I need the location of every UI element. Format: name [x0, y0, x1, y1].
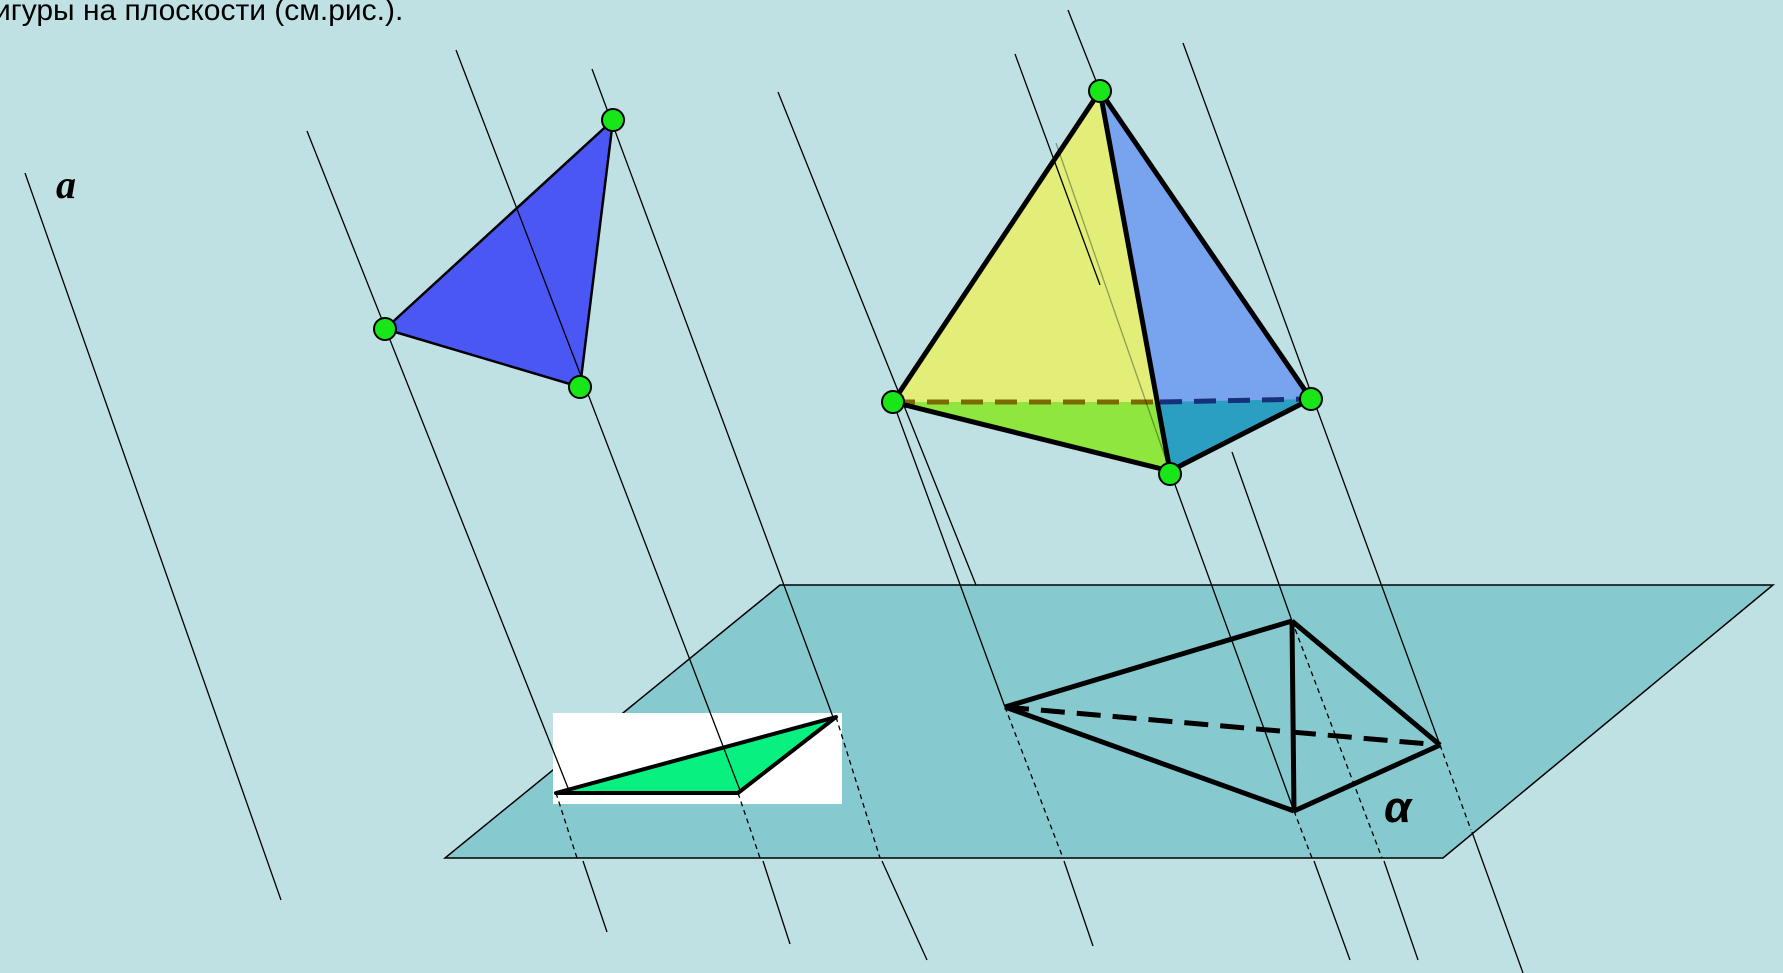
pyr-proj-edge [1290, 619, 1442, 747]
projecting-line [1067, 9, 1101, 92]
projecting-line [777, 91, 977, 586]
triangle-projection [554, 715, 838, 795]
projecting-line [1169, 470, 1295, 812]
line-below [762, 860, 791, 945]
line-below [1383, 860, 1419, 961]
pyramid [890, 89, 1314, 474]
blue-triangle [383, 118, 615, 389]
projecting-line [455, 49, 742, 794]
pyramid-edge [1168, 396, 1313, 474]
dashed-segment [555, 792, 578, 859]
dashed-segment [835, 716, 881, 859]
projecting-line [306, 130, 571, 794]
vertex-point [1088, 79, 1112, 103]
plane-alpha-label: α [1384, 783, 1413, 832]
vertex-point [373, 317, 397, 341]
vertex-point [1299, 387, 1323, 411]
vertex-point [881, 390, 905, 414]
lines-below-plane [582, 831, 1524, 973]
line-below [1313, 860, 1351, 961]
pyr-proj-edge [1289, 620, 1297, 812]
pyr-proj-edge [1292, 742, 1442, 814]
line-below [582, 860, 608, 933]
line-below [881, 860, 928, 961]
pyramid-edge [890, 89, 1103, 404]
projecting-line-inner [1099, 90, 1171, 472]
projecting-line [591, 68, 834, 718]
pyramid-face-yellow [893, 91, 1170, 471]
dashed-segment [737, 792, 761, 859]
dashed-projecting-segments [555, 620, 1472, 859]
projecting-line-inner [1055, 142, 1171, 472]
line-below [1471, 831, 1524, 973]
caption-fragment: игуры на плоскости (см.рис.). [0, 0, 403, 27]
projecting-line [892, 401, 1006, 708]
line-a-label: a [56, 162, 76, 207]
pyramid-projection [1004, 618, 1442, 814]
projecting-lines [24, 9, 1441, 901]
vertex-point [601, 108, 625, 132]
line-below [1063, 860, 1094, 947]
vertex-point [568, 375, 592, 399]
pyramid-edge [892, 399, 1171, 474]
projecting-line [1231, 451, 1293, 622]
guide-helper [1012, 55, 1100, 91]
dashed-segment [1439, 744, 1472, 831]
pyr-proj-edge [1004, 618, 1293, 710]
pyr-proj-hidden-edge [1004, 704, 1441, 748]
pyramid-edge [1097, 89, 1314, 401]
vertices [373, 79, 1323, 486]
dashed-segment [1291, 620, 1383, 859]
line-a [24, 172, 282, 901]
projecting-line [1014, 53, 1101, 286]
pyramid-hidden-edge-right [1159, 396, 1312, 405]
vertex-point [1158, 462, 1182, 486]
pyr-proj-edge [1004, 704, 1295, 814]
